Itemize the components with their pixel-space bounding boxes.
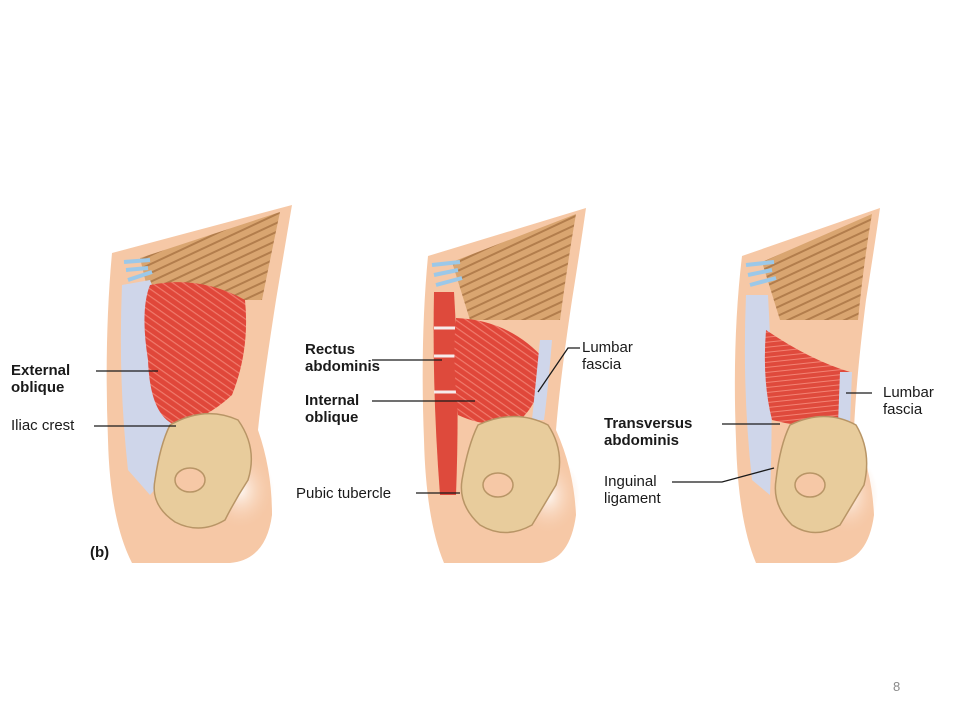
obturator-foramen xyxy=(794,472,826,498)
pelvis-bone xyxy=(774,415,868,534)
external-oblique-muscle xyxy=(144,282,247,425)
panel-external-oblique xyxy=(106,205,293,563)
lumbar-fascia-sheath xyxy=(532,340,552,420)
nerve-branches xyxy=(431,260,463,287)
ribcage xyxy=(452,214,576,320)
nerve-branches xyxy=(745,260,777,287)
nerve-branches xyxy=(123,258,153,282)
panel-internal-oblique xyxy=(422,208,586,563)
leader-inguinal-ligament xyxy=(672,467,775,483)
panel-letter: (b) xyxy=(90,544,110,561)
transversus-abdominis-muscle xyxy=(764,330,850,427)
internal-oblique-muscle xyxy=(454,318,545,424)
label-pubic-tubercle: Pubic tubercle xyxy=(296,485,392,502)
panel-transversus-abdominis xyxy=(734,208,880,563)
pelvis-bone xyxy=(460,415,561,534)
obturator-foramen xyxy=(174,467,206,493)
label-iliac-crest: Iliac crest xyxy=(11,417,75,434)
leader-lines xyxy=(94,347,872,494)
page-number: 8 xyxy=(893,679,901,694)
fascia-sheath xyxy=(744,295,772,495)
rectus-tendinous-intersections xyxy=(434,326,457,394)
lumbar-fascia-sheath xyxy=(838,372,852,425)
ribcage xyxy=(140,212,280,300)
leader-lumbar-fascia-middle xyxy=(537,347,580,393)
pelvis-bone xyxy=(153,412,253,529)
obturator-foramen xyxy=(482,472,514,498)
ribcage xyxy=(762,214,872,320)
